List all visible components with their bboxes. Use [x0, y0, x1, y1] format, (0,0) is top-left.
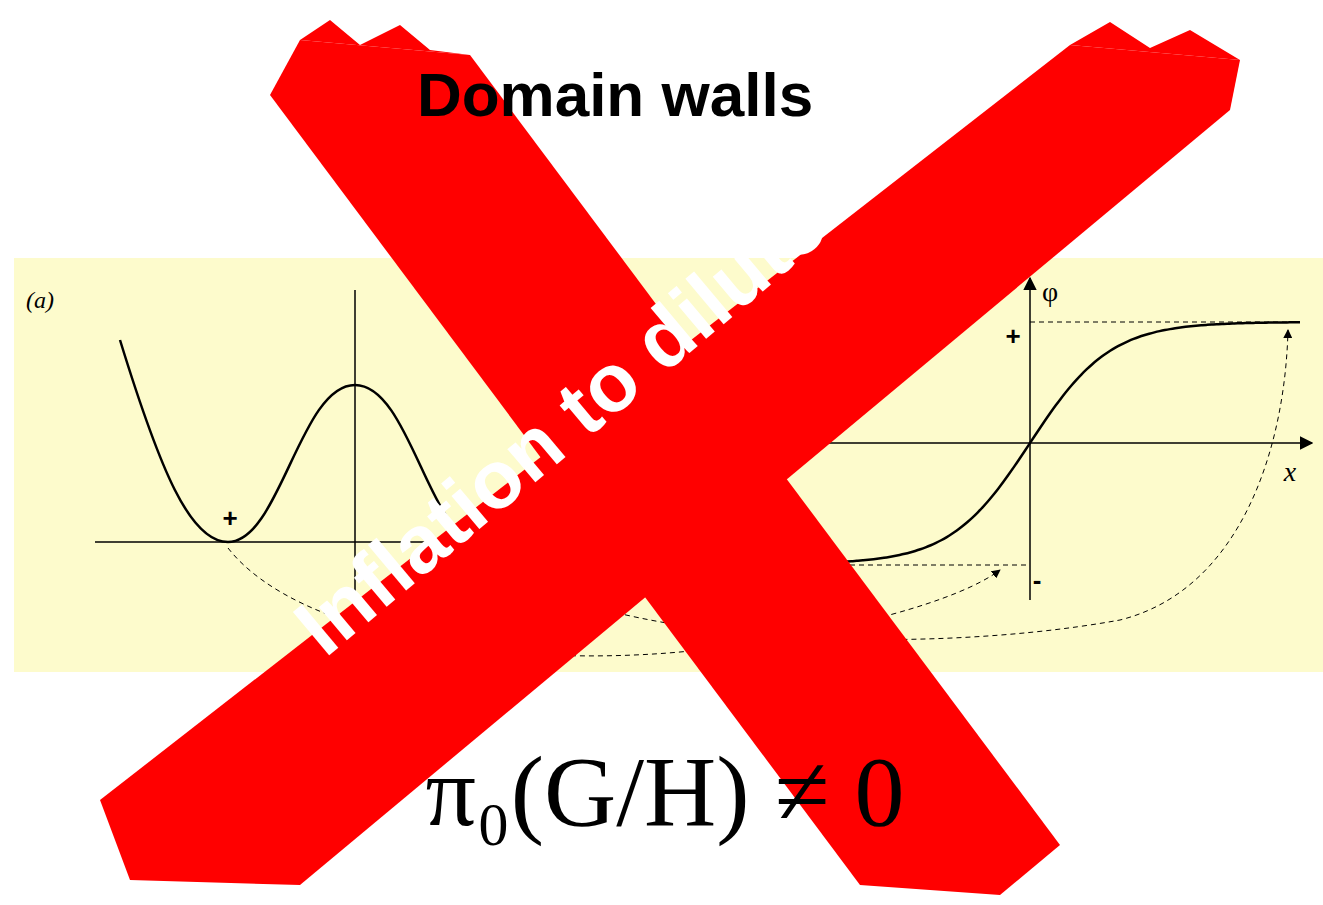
panel-label: (a)	[26, 288, 54, 312]
slide-title: Domain walls	[417, 64, 813, 126]
vacuum-sign: -	[1033, 567, 1042, 593]
axis-label: x	[1284, 458, 1296, 486]
axis-label: φ	[1042, 278, 1058, 306]
vacuum-sign: +	[222, 505, 237, 531]
vacuum-sign: +	[1005, 323, 1020, 349]
homotopy-formula: π₀(G/H) ≠ 0	[425, 742, 904, 842]
axis	[1029, 278, 1031, 600]
cross-out	[100, 20, 1240, 895]
